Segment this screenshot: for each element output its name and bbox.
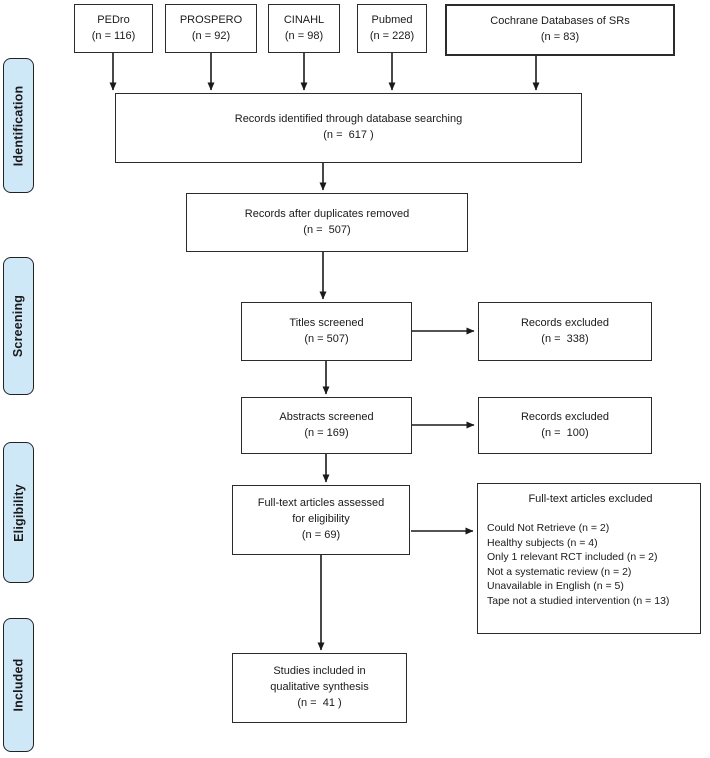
box-titles-screened: Titles screened (n = 507) <box>241 302 412 361</box>
box-count: (n = 338) <box>541 332 589 345</box>
box-count: (n = 100) <box>541 426 589 439</box>
source-count: (n = 228) <box>369 29 415 42</box>
box-studies-included: Studies included in qualitative synthesi… <box>232 653 407 723</box>
stage-label-text: Eligibility <box>11 483 26 542</box>
box-label: Records identified through database sear… <box>234 113 463 126</box>
box-label: Records excluded <box>520 316 610 329</box>
source-count: (n = 116) <box>91 29 136 42</box>
exclusion-reason: Healthy subjects (n = 4) <box>487 536 598 549</box>
box-source-cinahl: CINAHL (n = 98) <box>268 4 340 53</box>
box-fulltext-assessed: Full-text articles assessed for eligibil… <box>232 485 410 555</box>
stage-label-text: Screening <box>11 294 26 358</box>
box-label: Records excluded <box>520 410 610 423</box>
box-label: Records after duplicates removed <box>244 207 410 220</box>
stage-label-text: Included <box>11 658 26 712</box>
box-count: (n = 41 ) <box>297 696 342 709</box>
stage-label-text: Identification <box>11 85 26 166</box>
stage-label-screening: Screening <box>3 257 34 395</box>
exclusion-reason: Could Not Retrieve (n = 2) <box>487 521 610 534</box>
stage-label-included: Included <box>3 618 34 752</box>
box-records-identified: Records identified through database sear… <box>115 93 582 163</box>
box-title: Full-text articles excluded <box>528 493 653 505</box>
exclusion-reason: Tape not a studied intervention (n = 13) <box>487 594 670 607</box>
box-source-pubmed: Pubmed (n = 228) <box>357 4 427 53</box>
box-records-excluded-titles: Records excluded (n = 338) <box>478 302 652 361</box>
box-source-cochrane: Cochrane Databases of SRs (n = 83) <box>445 4 675 56</box>
box-label: Full-text articles assessed for eligibil… <box>257 497 385 526</box>
source-count: (n = 83) <box>540 31 580 43</box>
box-count: (n = 617 ) <box>323 129 374 141</box>
stage-label-eligibility: Eligibility <box>3 442 34 583</box>
box-label: Titles screened <box>289 316 364 329</box>
box-abstracts-screened: Abstracts screened (n = 169) <box>241 397 412 454</box>
source-label: PEDro <box>97 13 130 26</box>
box-source-prospero: PROSPERO (n = 92) <box>165 4 257 53</box>
box-source-pedro: PEDro (n = 116) <box>74 4 153 53</box>
box-count: (n = 169) <box>304 426 349 439</box>
box-label: Studies included in qualitative synthesi… <box>270 665 369 694</box>
source-label: CINAHL <box>283 13 325 26</box>
box-label: Abstracts screened <box>279 410 374 423</box>
stage-label-identification: Identification <box>3 58 34 193</box>
exclusion-reason-list: Could Not Retrieve (n = 2) Healthy subje… <box>487 521 694 609</box>
source-label: Cochrane Databases of SRs <box>490 15 630 28</box>
source-label: Pubmed <box>371 13 413 26</box>
box-count: (n = 507) <box>304 332 349 345</box>
source-label: PROSPERO <box>179 13 243 26</box>
box-count: (n = 507) <box>303 223 351 236</box>
source-count: (n = 98) <box>284 29 324 42</box>
box-count: (n = 69) <box>301 528 341 541</box>
exclusion-reason: Only 1 relevant RCT included (n = 2) <box>487 551 658 564</box>
source-count: (n = 92) <box>191 29 231 42</box>
exclusion-reason: Unavailable in English (n = 5) <box>487 580 624 593</box>
box-records-excluded-abstracts: Records excluded (n = 100) <box>478 397 652 454</box>
box-duplicates-removed: Records after duplicates removed (n = 50… <box>186 193 468 252</box>
exclusion-reason: Not a systematic review (n = 2) <box>487 565 632 578</box>
box-fulltext-excluded: Full-text articles excluded Could Not Re… <box>477 483 701 634</box>
